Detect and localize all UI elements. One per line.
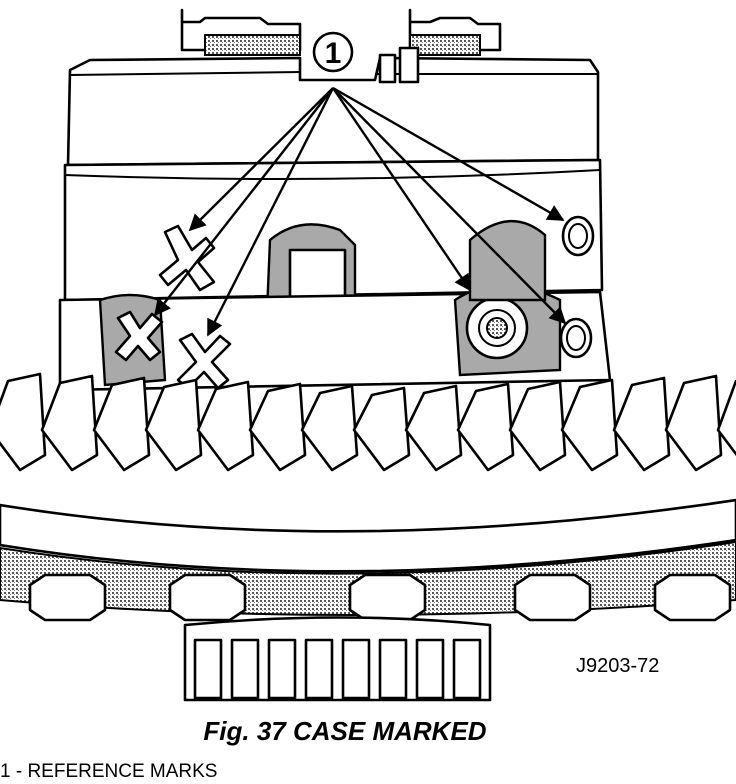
bearing-cap <box>180 8 502 56</box>
bolt-head <box>513 573 592 622</box>
x-mark-right <box>176 332 232 390</box>
callout-1: 1 <box>312 31 354 73</box>
bolt-head <box>168 573 247 622</box>
o-mark-lower <box>559 317 593 359</box>
figure-caption: Fig. 37 CASE MARKED <box>203 716 487 746</box>
callout-leader-lines <box>153 86 567 337</box>
gear-tooth <box>196 380 255 472</box>
bolt-head <box>348 573 427 622</box>
gear-tooth <box>300 384 359 472</box>
drawing-code: J9203-72 <box>576 655 660 677</box>
gear-tooth <box>612 376 671 472</box>
bottom-spline <box>183 616 492 702</box>
gear-tooth <box>716 379 736 457</box>
gear-tooth <box>560 378 619 472</box>
gear-tooth <box>144 378 203 472</box>
gear-tooth <box>40 374 99 472</box>
spline-tooth <box>378 638 408 700</box>
bolt-head <box>28 573 107 622</box>
spline-tooth <box>341 638 371 700</box>
gear-tooth <box>664 374 723 472</box>
legend-item: 1 - REFERENCE MARKS <box>0 761 218 782</box>
x-mark-upper <box>158 224 216 292</box>
spline-tooth <box>267 638 297 700</box>
x-mark-left <box>114 310 164 362</box>
ring-gear-bolts <box>28 573 732 622</box>
spline-tooth <box>452 638 482 700</box>
spline-tooth <box>230 638 260 700</box>
gear-tooth <box>352 386 411 472</box>
spline-tooth <box>415 638 445 700</box>
gear-tooth <box>0 372 47 472</box>
callout-label: 1 <box>325 37 342 70</box>
ring-gear-teeth <box>0 372 736 472</box>
bolt-head <box>653 573 732 622</box>
o-mark-upper <box>561 215 595 257</box>
gear-tooth <box>508 380 567 472</box>
spline-tooth <box>304 638 334 700</box>
gear-tooth <box>248 382 307 472</box>
gear-tooth <box>404 384 463 472</box>
gear-tooth <box>456 382 515 472</box>
gear-tooth <box>92 376 151 472</box>
spline-tooth <box>193 638 223 700</box>
